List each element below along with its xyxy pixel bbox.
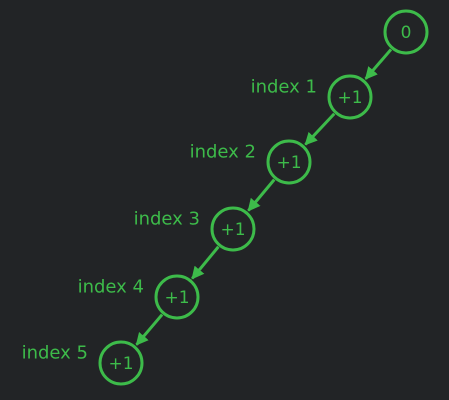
node-value: +1 xyxy=(164,288,189,308)
node-value: +1 xyxy=(108,354,133,374)
node-value: 0 xyxy=(401,23,412,43)
node-circle xyxy=(383,9,429,55)
node-value: +1 xyxy=(220,220,245,240)
node-value: +1 xyxy=(337,88,362,108)
node-5: +1 xyxy=(98,340,144,386)
index-labels: index 1 index 2 index 3 index 4 index 5 xyxy=(22,77,317,364)
index-label: index 4 xyxy=(78,277,144,298)
index-label: index 1 xyxy=(251,77,317,98)
node-1: +1 xyxy=(327,74,373,120)
edge-arrow xyxy=(191,245,220,280)
node-circle xyxy=(210,206,256,252)
edges xyxy=(135,48,393,346)
node-4: +1 xyxy=(154,274,200,320)
node-2: +1 xyxy=(266,139,312,185)
node-circle xyxy=(154,274,200,320)
edge-arrow xyxy=(135,313,164,346)
edge-arrow xyxy=(364,48,393,80)
index-label: index 3 xyxy=(134,209,200,230)
node-value: +1 xyxy=(276,153,301,173)
edge-arrow xyxy=(247,178,276,212)
index-label: index 2 xyxy=(190,142,256,163)
node-circle xyxy=(98,340,144,386)
nodes: 0 +1 +1 +1 +1 +1 xyxy=(98,9,429,386)
node-0: 0 xyxy=(383,9,429,55)
edge-arrow xyxy=(304,112,336,146)
node-circle xyxy=(266,139,312,185)
index-label: index 5 xyxy=(22,343,88,364)
node-3: +1 xyxy=(210,206,256,252)
node-circle xyxy=(327,74,373,120)
